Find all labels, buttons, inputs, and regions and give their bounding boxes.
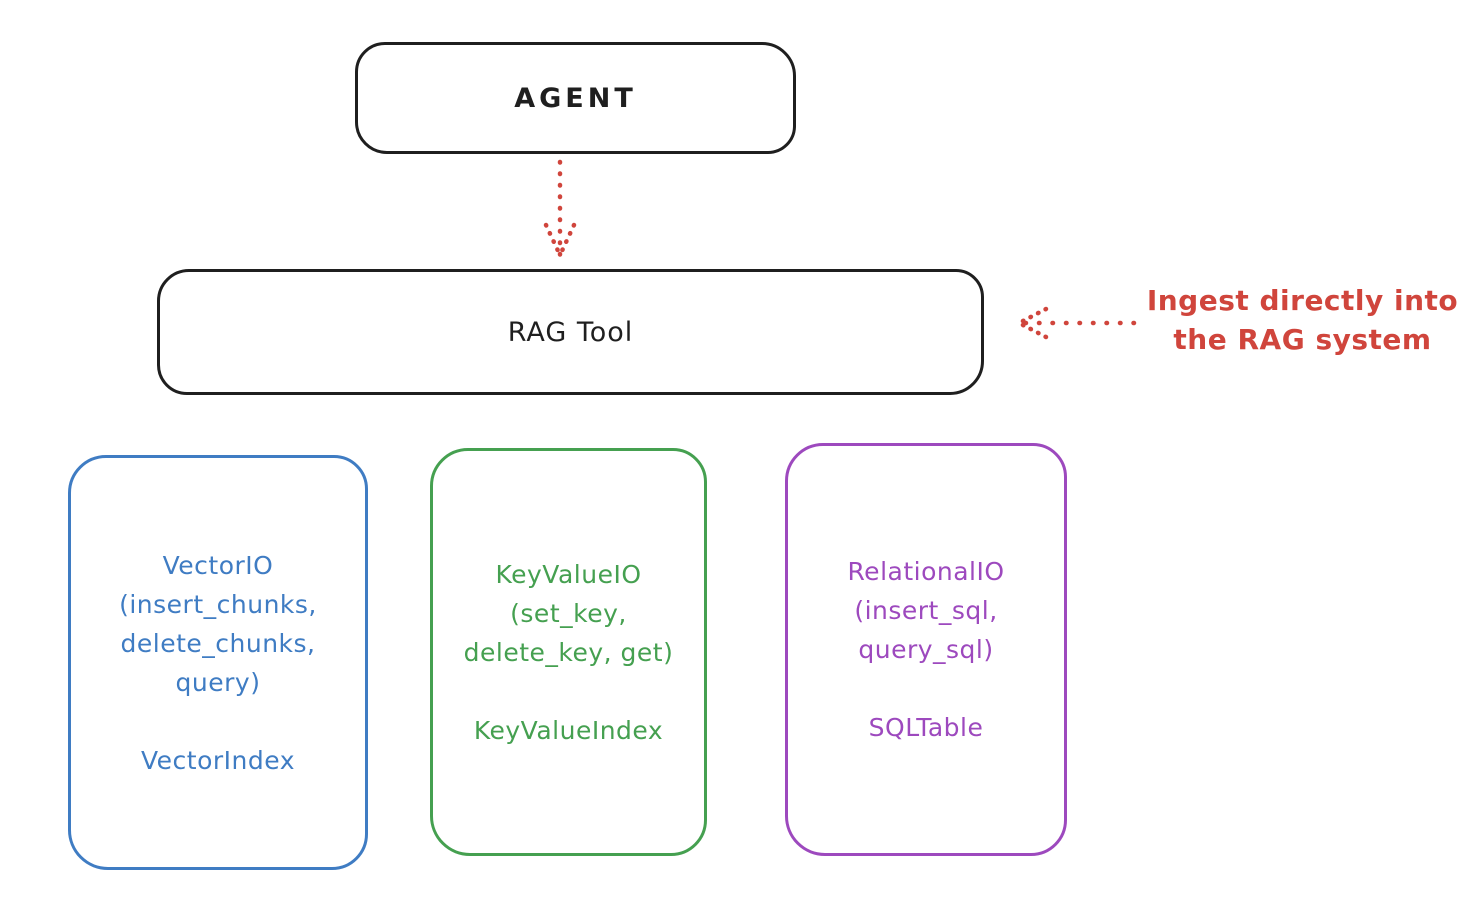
keyvalue-io-title-line: KeyValueIO: [495, 559, 642, 589]
vector-io-title-line: delete_chunks,: [120, 628, 316, 658]
arrow-down-agent-to-ragtool: [543, 159, 577, 262]
vector-io-title-line: (insert_chunks,: [119, 589, 317, 619]
ingest-annotation-line-2: the RAG system: [1173, 323, 1432, 356]
ingest-annotation-line-1: Ingest directly into: [1146, 284, 1459, 317]
agent-node: AGENT: [355, 42, 796, 154]
vector-io-title-line: VectorIO: [162, 550, 274, 580]
keyvalue-io-index-label: KeyValueIndex: [473, 715, 664, 745]
rag-tool-label: RAG Tool: [507, 316, 634, 348]
relational-io-index-label: SQLTable: [868, 713, 984, 742]
arrow-left-ingest: [1018, 306, 1137, 340]
keyvalue-io-node: KeyValueIO (set_key, delete_key, get) Ke…: [430, 448, 707, 856]
rag-tool-node: RAG Tool: [157, 269, 984, 395]
agent-label: AGENT: [514, 82, 637, 114]
vector-io-index-label: VectorIndex: [141, 745, 295, 775]
vector-io-title-line: query): [175, 667, 261, 697]
relational-io-title-line: RelationalIO: [847, 557, 1005, 586]
relational-io-title-line: query_sql): [858, 635, 994, 664]
keyvalue-io-title-line: (set_key,: [510, 598, 627, 628]
relational-io-title-line: (insert_sql,: [854, 596, 998, 625]
ingest-annotation: Ingest directly into the RAG system: [1130, 281, 1475, 359]
vector-io-node: VectorIO (insert_chunks, delete_chunks, …: [68, 455, 368, 870]
keyvalue-io-title-line: delete_key, get): [463, 637, 674, 667]
relational-io-node: RelationalIO (insert_sql, query_sql) SQL…: [785, 443, 1067, 856]
